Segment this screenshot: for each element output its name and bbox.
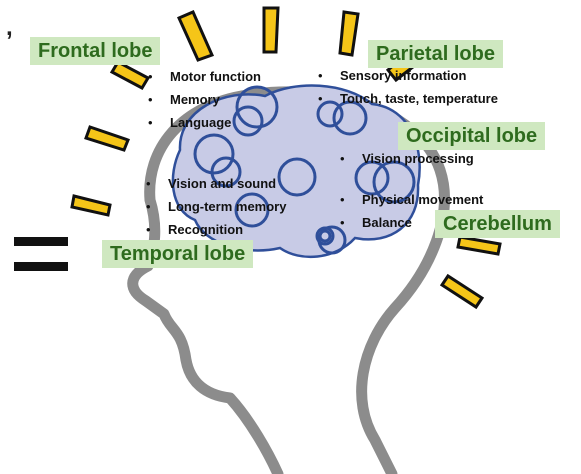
occipital-lobe-label: Occipital lobe bbox=[398, 122, 545, 150]
stray-comma: , bbox=[6, 14, 13, 42]
parietal-lobe-functions: Sensory information Touch, taste, temper… bbox=[318, 64, 498, 110]
ray bbox=[179, 12, 212, 60]
ray bbox=[340, 12, 358, 55]
equals-bar-top bbox=[14, 237, 68, 246]
ray bbox=[264, 8, 278, 52]
ray bbox=[72, 196, 110, 215]
function-item: Long-term memory bbox=[146, 195, 286, 218]
temporal-lobe-label: Temporal lobe bbox=[102, 240, 253, 268]
cerebellum-label: Cerebellum bbox=[435, 210, 560, 238]
function-item: Memory bbox=[148, 88, 261, 111]
temporal-lobe-functions: Vision and sound Long-term memory Recogn… bbox=[146, 172, 286, 241]
ray bbox=[112, 62, 148, 88]
equals-bar-bottom bbox=[14, 262, 68, 271]
function-item: Recognition bbox=[146, 218, 286, 241]
function-item: Vision processing bbox=[340, 147, 474, 170]
function-item: Sensory information bbox=[318, 64, 498, 87]
ray bbox=[86, 127, 128, 150]
ray bbox=[458, 237, 500, 254]
function-item: Motor function bbox=[148, 65, 261, 88]
ray bbox=[442, 276, 482, 307]
occipital-lobe-functions: Vision processing bbox=[340, 147, 474, 170]
function-item: Touch, taste, temperature bbox=[318, 87, 498, 110]
function-item: Physical movement bbox=[340, 188, 483, 211]
frontal-lobe-functions: Motor function Memory Language bbox=[148, 65, 261, 134]
function-item: Vision and sound bbox=[146, 172, 286, 195]
frontal-lobe-label: Frontal lobe bbox=[30, 37, 160, 65]
function-item: Language bbox=[148, 111, 261, 134]
